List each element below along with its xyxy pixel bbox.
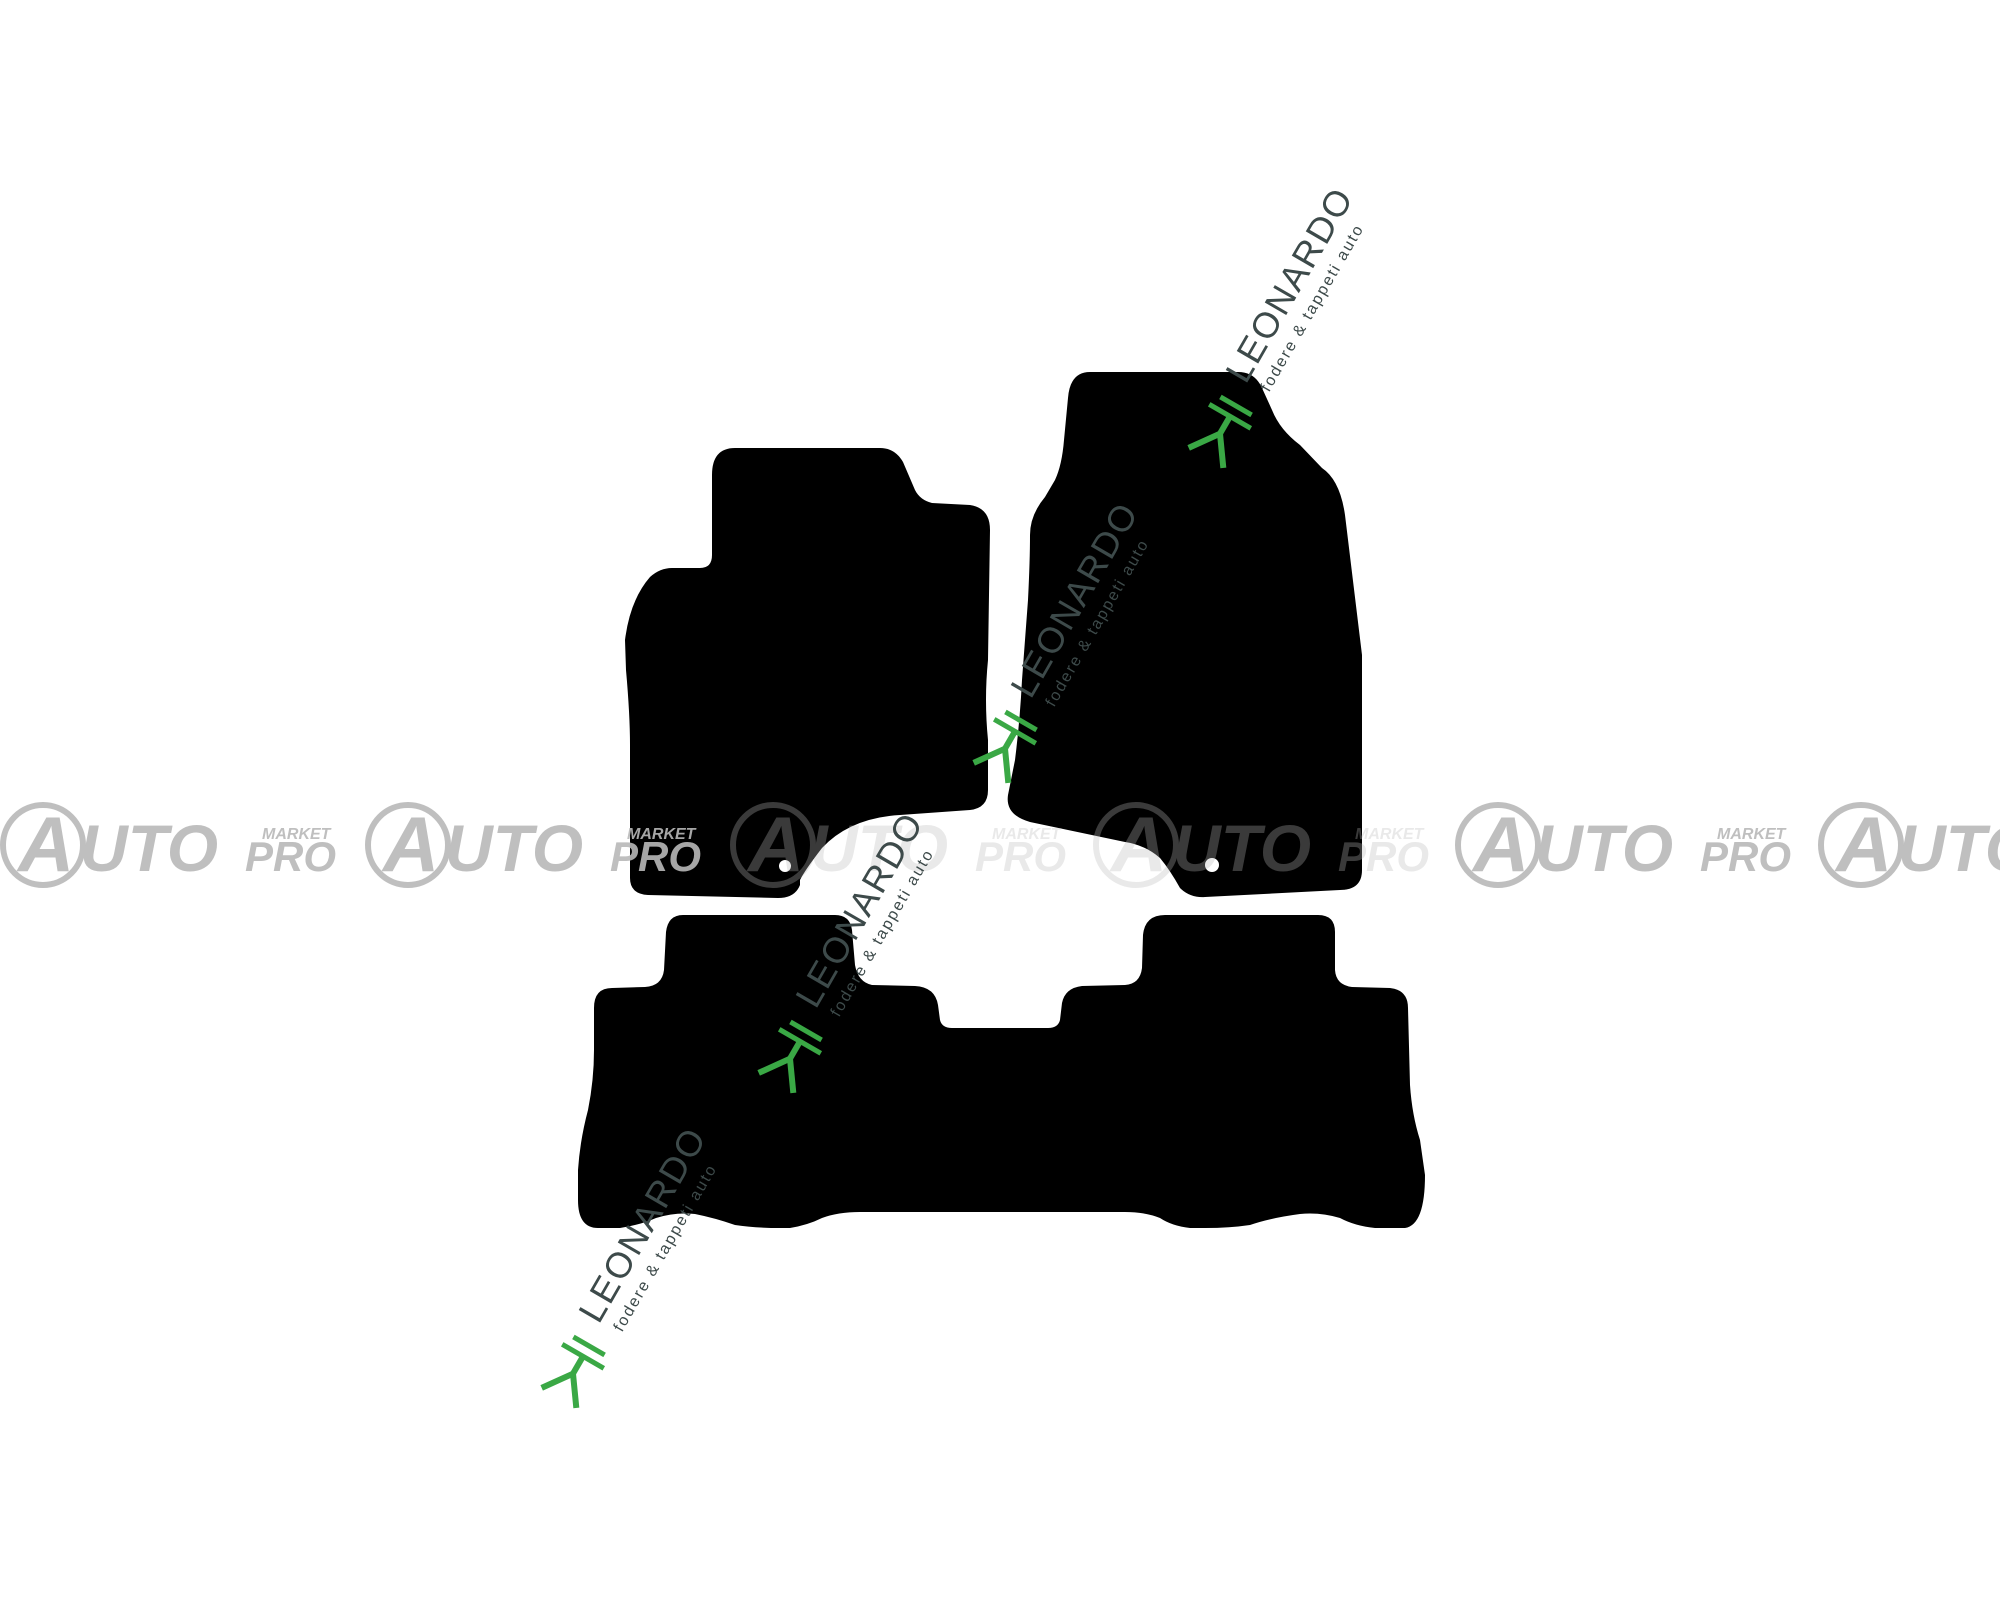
autopro-watermark-band [3,800,2000,888]
autopro-watermark-1 [3,800,336,888]
leonardo-logo-icon [972,709,1038,784]
leonardo-logo-icon [540,1334,606,1409]
rear-mat [578,915,1425,1228]
autopro-watermark-4 [1096,800,1429,888]
autopro-watermark-5 [1458,800,1791,888]
front-right-mat [1007,372,1362,898]
leonardo-logo-icon [1187,394,1253,469]
front-left-mat [625,448,990,898]
leonardo-logo-icon [757,1019,823,1094]
autopro-watermark-6 [1821,800,2000,888]
